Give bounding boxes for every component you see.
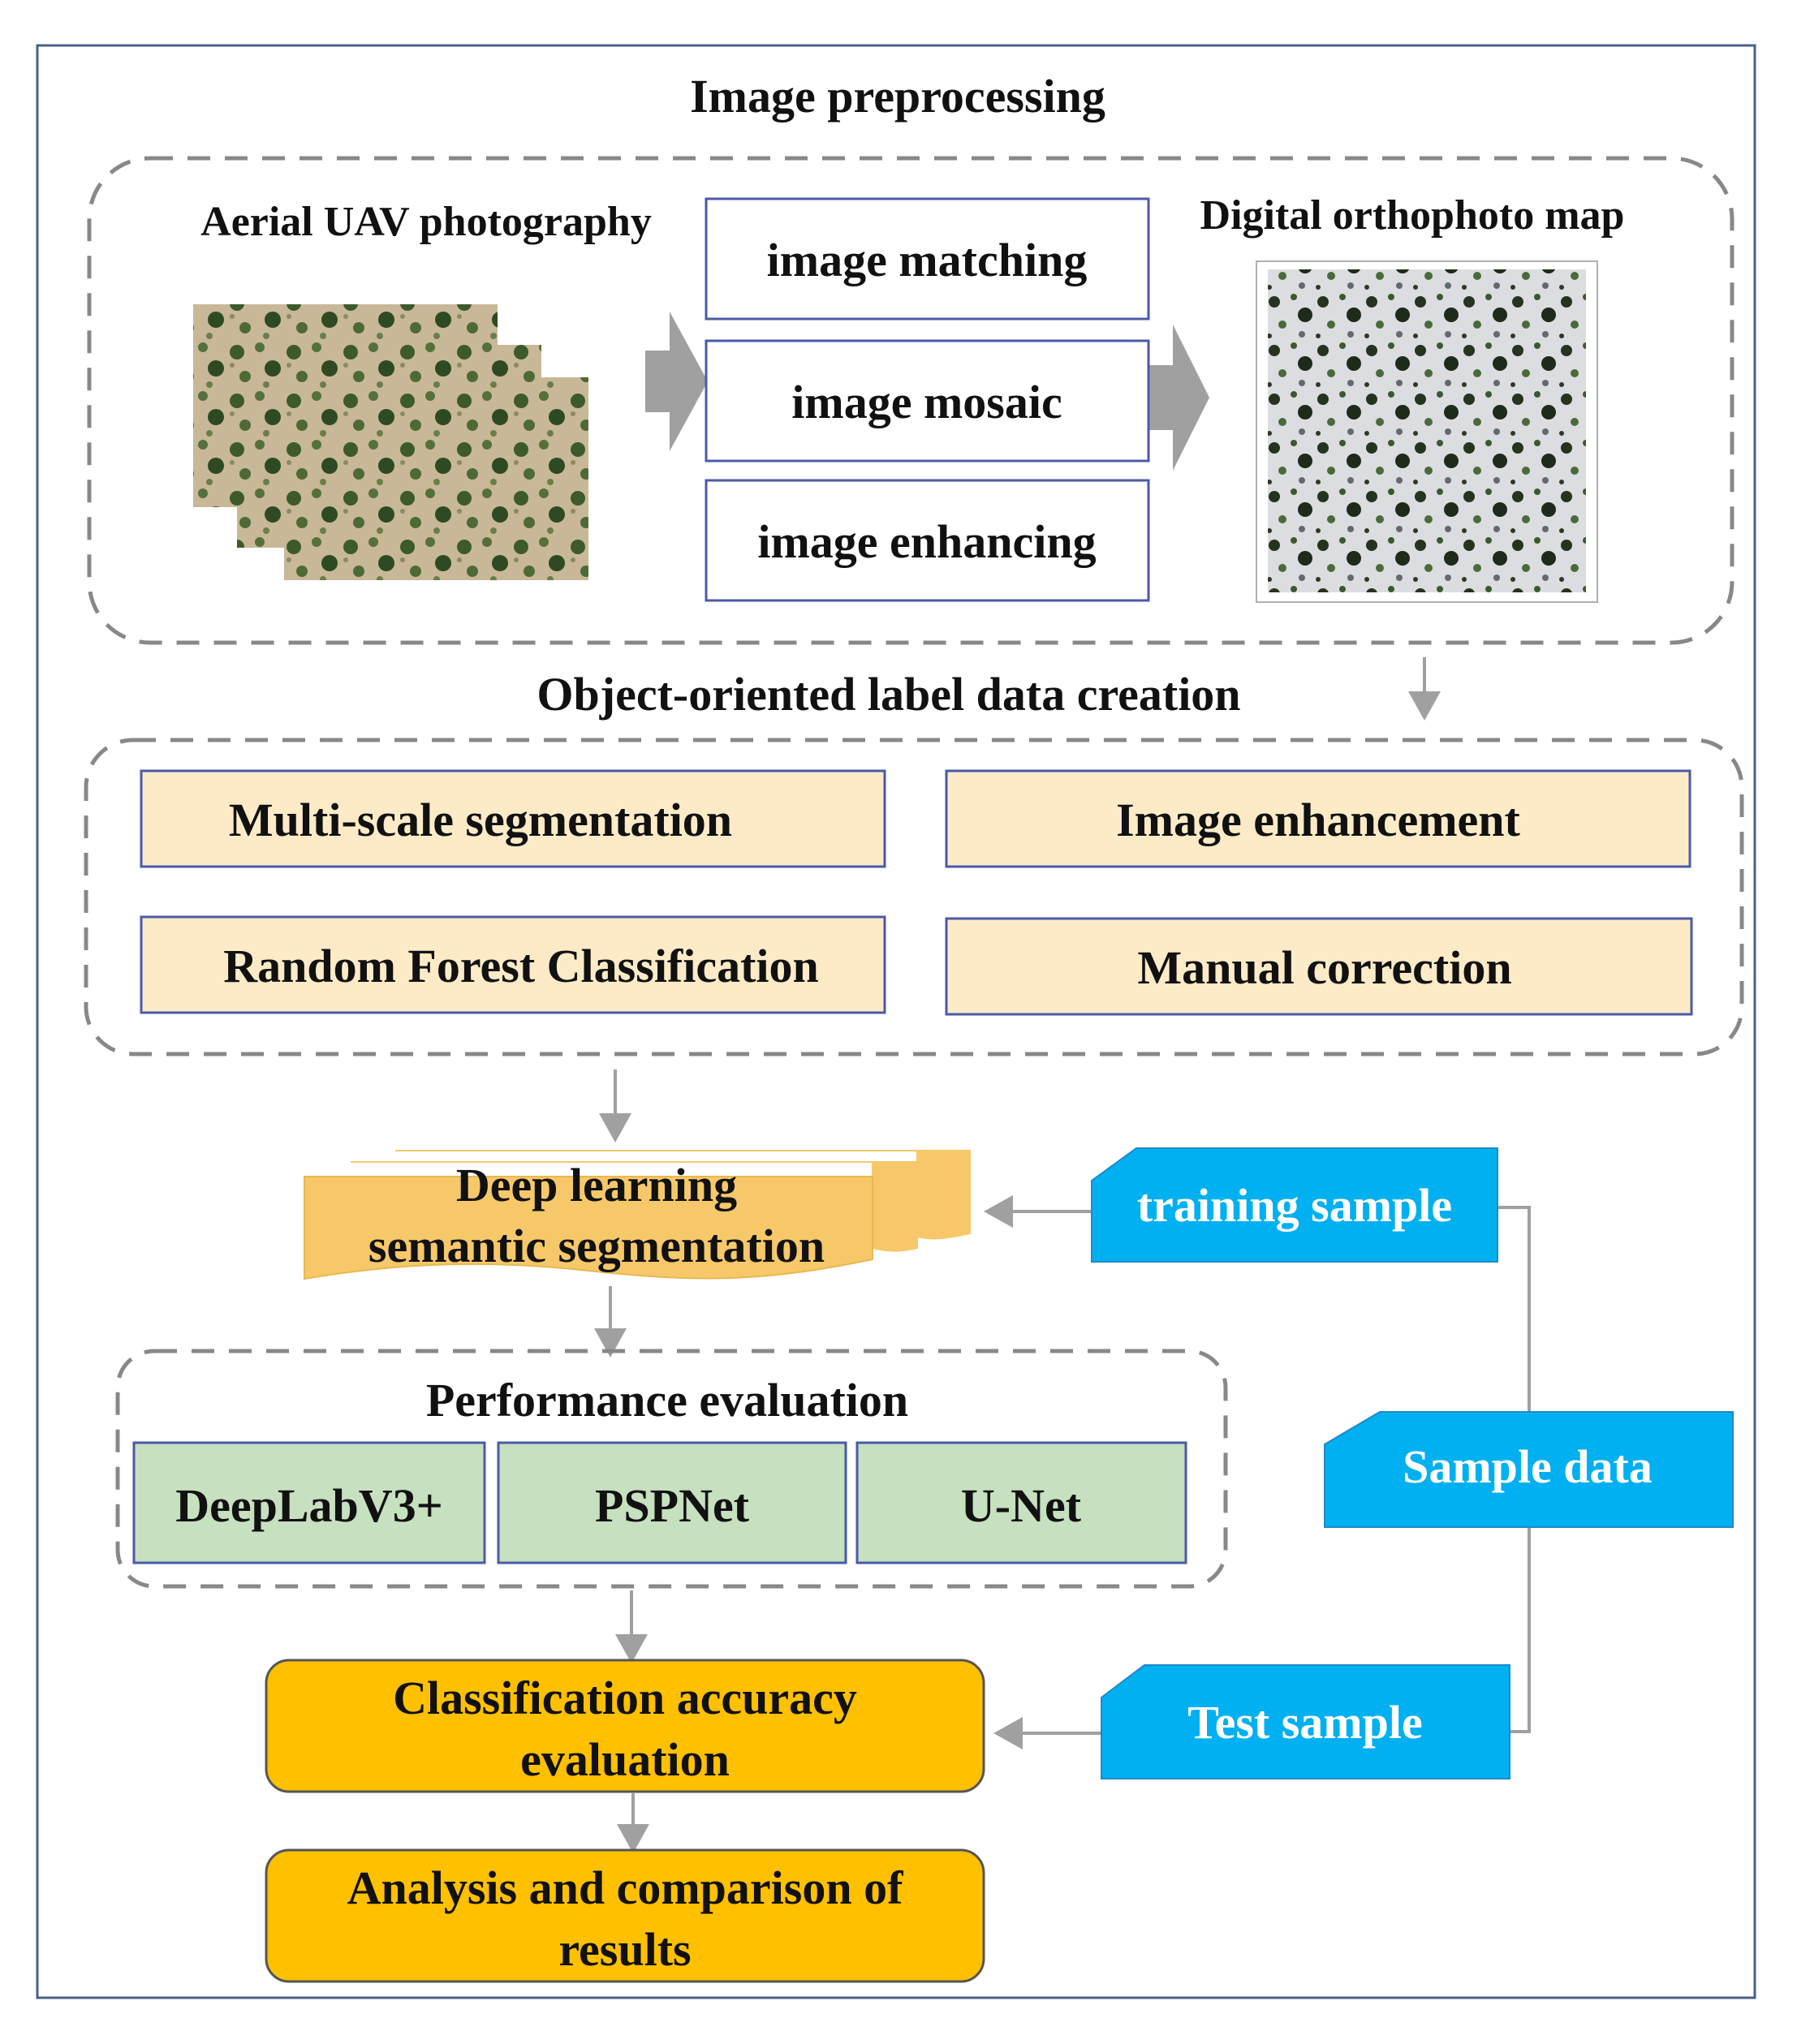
training-sample-label: training sample (1137, 1179, 1452, 1232)
uav-image-stack (193, 304, 588, 580)
document-shape-front (304, 1176, 873, 1280)
step-image-matching (705, 197, 1150, 321)
analysis-box (265, 1848, 985, 1983)
block-arrow-right-2 (1148, 325, 1209, 471)
sample-boxes: training sample Sample data Test sample (1091, 1147, 1734, 1779)
section-title-performance: Performance evaluation (426, 1374, 908, 1426)
step-label: image matching (767, 234, 1088, 286)
uav-photography-label: Aerial UAV photography (200, 199, 652, 245)
orthophoto-image (1268, 269, 1586, 592)
step-label: image enhancing (757, 515, 1096, 568)
analysis-line-1: Analysis and comparison of (347, 1861, 904, 1914)
model-pspnet (497, 1441, 847, 1564)
section-title-label-creation: Object-oriented label data creation (537, 668, 1240, 721)
classification-line-1: Classification accuracy (393, 1672, 857, 1724)
label-step-random-forest (140, 915, 886, 1014)
label-step-multiscale-segmentation (140, 769, 886, 868)
label-step-text: Image enhancement (1116, 794, 1520, 846)
classification-accuracy-box (265, 1659, 985, 1793)
step-image-enhancing (705, 479, 1150, 602)
orthophoto-map-label: Digital orthophoto map (1200, 192, 1625, 239)
model-label: PSPNet (595, 1479, 750, 1532)
model-deeplabv3plus (132, 1441, 486, 1564)
test-sample-label: Test sample (1187, 1696, 1423, 1749)
test-sample-box (1101, 1664, 1510, 1779)
label-step-manual-correction (945, 917, 1693, 1016)
sample-data-label: Sample data (1403, 1440, 1653, 1493)
preprocessing-steps: image matching image mosaic image enhanc… (705, 197, 1150, 602)
connector-sample-data-to-test (1510, 1527, 1531, 1733)
model-boxes: DeepLabV3+ PSPNet U-Net (132, 1441, 1187, 1564)
model-label: DeepLabV3+ (175, 1479, 443, 1532)
uav-photo-3 (284, 377, 588, 580)
training-sample-box (1091, 1147, 1498, 1263)
analysis-line-2: results (558, 1923, 691, 1976)
step-label: image mosaic (791, 376, 1062, 428)
connector-training-to-sample-data (1493, 1206, 1531, 1412)
outer-frame (36, 44, 1756, 1999)
model-unet (855, 1441, 1187, 1564)
sample-data-box (1324, 1411, 1734, 1528)
model-label: U-Net (961, 1479, 1082, 1532)
deep-learning-line-1: Deep learning (456, 1159, 737, 1211)
performance-group (115, 1349, 1228, 1589)
label-step-image-enhancement (945, 769, 1691, 868)
document-shape-back (395, 1150, 971, 1240)
label-step-text: Manual correction (1137, 941, 1511, 994)
section-title-preprocessing: Image preprocessing (690, 70, 1105, 123)
orthophoto-map (1256, 260, 1598, 603)
label-step-text: Random Forest Classification (223, 940, 819, 992)
label-creation-steps: Multi-scale segmentation Image enhanceme… (140, 769, 1693, 1016)
classification-line-2: evaluation (520, 1733, 730, 1786)
deep-learning-line-2: semantic segmentation (368, 1220, 825, 1272)
label-step-text: Multi-scale segmentation (229, 794, 732, 846)
block-arrow-right-1 (645, 312, 708, 451)
preprocessing-group (87, 156, 1735, 645)
step-image-mosaic (705, 339, 1150, 463)
deep-learning-documents: Deep learning semantic segmentation (304, 1150, 971, 1280)
label-creation-group (84, 738, 1744, 1056)
